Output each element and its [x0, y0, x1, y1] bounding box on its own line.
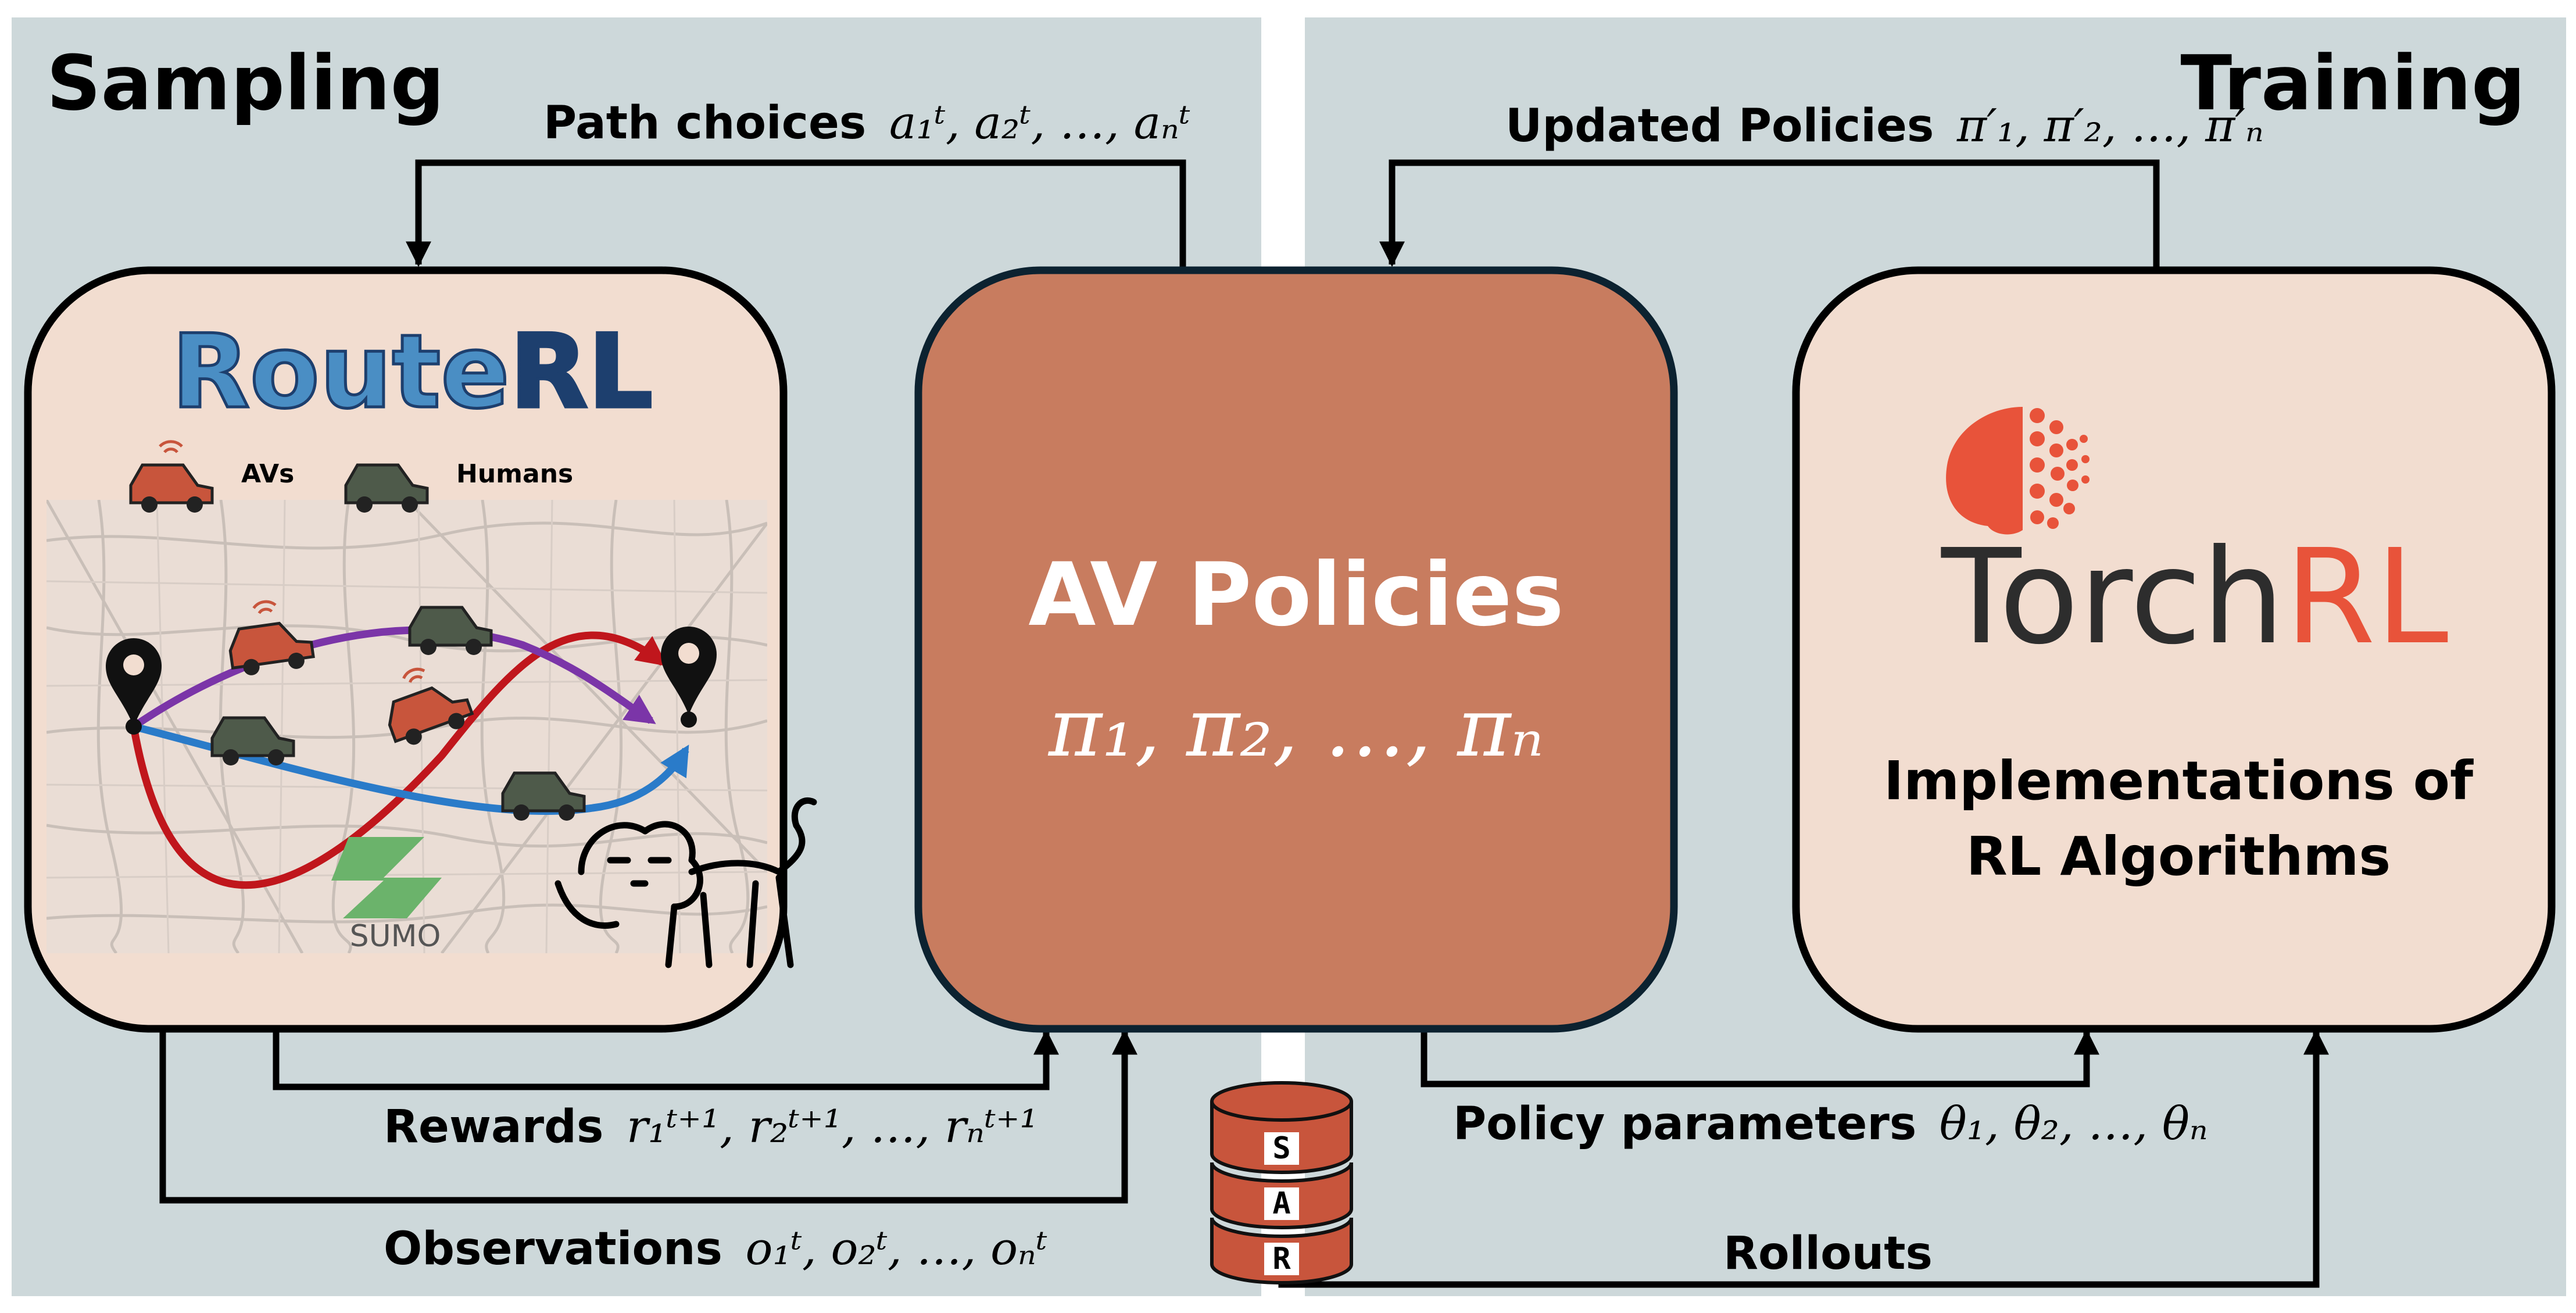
lion-icon — [554, 797, 817, 968]
torchrl-caption-line2: RL Algorithms — [1966, 825, 2391, 888]
legend-human-car-icon — [344, 463, 429, 513]
human-car-icon — [501, 771, 586, 821]
buffer-action-label: A — [1272, 1186, 1290, 1221]
human-car-icon — [210, 716, 295, 765]
torchrl-logo-rl: RL — [2285, 521, 2449, 674]
av-car-icon — [388, 667, 474, 745]
replay-buffer-icon — [1210, 1081, 1353, 1285]
sampling-title: Sampling — [46, 39, 445, 127]
av-policies-box — [914, 266, 1678, 1033]
buffer-reward-label: R — [1272, 1242, 1291, 1276]
rewards-arrow — [273, 1029, 1059, 1090]
policy-parameters-arrow — [1421, 1029, 2099, 1087]
observations-label: Observations o₁ᵗ, o₂ᵗ, …, oₙᵗ — [384, 1223, 1047, 1275]
observations-arrow — [159, 1029, 1137, 1204]
path-choices-arrow — [406, 159, 1186, 267]
human-car-icon — [408, 606, 493, 655]
routerl-logo-rl: RL — [510, 313, 653, 431]
legend-humans-label: Humans — [456, 459, 573, 489]
torchrl-logo-torch: Torch — [1941, 521, 2285, 674]
buffer-state-label: S — [1272, 1131, 1290, 1166]
av-policies-formula: π₁, π₂, …, πₙ — [1047, 681, 1544, 775]
torchrl-logo: TorchRL — [1941, 521, 2448, 674]
legend-av-car-icon — [129, 440, 214, 513]
destination-pin-icon — [661, 627, 717, 728]
updated-policies-label: Updated Policies π′₁, π′₂, …, π′ₙ — [1505, 100, 2264, 152]
rollouts-label: Rollouts — [1723, 1228, 1933, 1280]
av-car-icon — [228, 600, 315, 675]
svg-text:RouteRL: RouteRL — [171, 313, 653, 431]
updated-policies-arrow — [1379, 159, 2160, 267]
training-title: Training — [2180, 39, 2525, 127]
torchrl-caption-line1: Implementations of — [1884, 750, 2474, 812]
sumo-logo: SUMO — [331, 837, 442, 954]
av-policies-title: AV Policies — [1028, 545, 1564, 646]
routerl-logo-route: Route — [171, 313, 510, 431]
path-choices-label: Path choices a₁ᵗ, a₂ᵗ, …, aₙᵗ — [543, 97, 1190, 149]
rewards-label: Rewards r₁ᵗ⁺¹, r₂ᵗ⁺¹, …, rₙᵗ⁺¹ — [384, 1101, 1038, 1153]
legend-avs-label: AVs — [241, 459, 294, 489]
routerl-logo: RouteRL — [170, 312, 654, 433]
sumo-label: SUMO — [350, 919, 441, 954]
origin-pin-icon — [106, 638, 162, 735]
policy-parameters-label: Policy parameters θ₁, θ₂, …, θₙ — [1453, 1098, 2208, 1150]
torchrl-icon — [1946, 407, 2090, 535]
